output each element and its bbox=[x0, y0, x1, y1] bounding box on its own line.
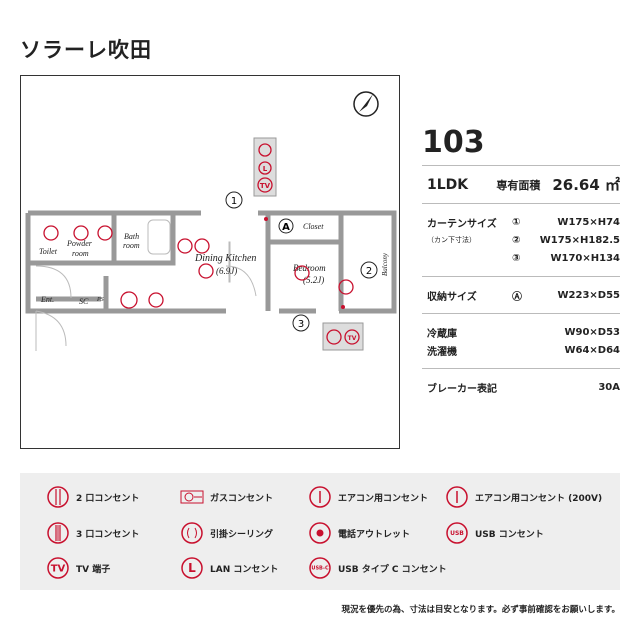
curtain-size: W170×H134 bbox=[550, 252, 620, 264]
tv-icon: TV bbox=[260, 182, 271, 190]
area-value: 26.64 ㎡ bbox=[552, 176, 620, 194]
legend-label: 引掛シーリング bbox=[210, 529, 274, 540]
legend-label: ガスコンセント bbox=[210, 493, 274, 504]
lan-icon: L bbox=[180, 556, 204, 580]
curtain-sizes: カーテンサイズ ① W175×H74 （カン下寸法） ② W175×H182.5 ③ W1… bbox=[422, 204, 620, 276]
outlet-box-bottom bbox=[322, 322, 364, 351]
label-bath-2: room bbox=[123, 241, 140, 250]
curtain-label: カーテンサイズ bbox=[427, 218, 497, 230]
layout-type: 1LDK bbox=[427, 176, 469, 193]
ac-200v-icon bbox=[445, 485, 469, 509]
legend-label: エアコン用コンセント bbox=[338, 493, 429, 504]
legend: 2 口コンセント ガスコンセント エアコン用コンセント エアコン用コンセント (200… bbox=[20, 473, 620, 590]
curtain-size: W175×H182.5 bbox=[539, 234, 620, 246]
washer-size: W64×D64 bbox=[564, 344, 620, 356]
storage-marker-a: A bbox=[282, 222, 290, 233]
legend-label: USB タイプ C コンセント bbox=[338, 564, 447, 575]
ceiling-icon bbox=[180, 521, 204, 545]
legend-label: 電話アウトレット bbox=[338, 529, 411, 540]
label-dining-size: (6.9J) bbox=[216, 266, 237, 276]
label-dining: Dining Kitchen bbox=[194, 253, 256, 264]
legend-item-ac: エアコン用コンセント bbox=[308, 485, 428, 509]
usb-icon: USB bbox=[445, 521, 469, 545]
washer-label: 洗濯機 bbox=[427, 346, 457, 358]
legend-item-usb: USB USB コンセント bbox=[445, 521, 544, 545]
room-number: 103 bbox=[422, 125, 485, 160]
legend-label: USB コンセント bbox=[475, 529, 544, 540]
fridge-size: W90×D53 bbox=[564, 326, 620, 338]
legend-item-ac-200v: エアコン用コンセント (200V) bbox=[445, 485, 602, 509]
legend-item-outlet-2: 2 口コンセント bbox=[46, 485, 139, 509]
legend-label: エアコン用コンセント (200V) bbox=[475, 493, 603, 504]
area-label: 専有面積 bbox=[496, 178, 541, 192]
phone-icon bbox=[308, 521, 332, 545]
ac-icon bbox=[308, 485, 332, 509]
label-toilet: Toilet bbox=[39, 247, 58, 256]
usb-c-icon: USB-C bbox=[308, 556, 332, 580]
label-bath: Bath bbox=[124, 232, 139, 241]
label-sc: SC bbox=[79, 297, 89, 306]
window-marker-3: 3 bbox=[298, 319, 304, 330]
unit-info: 103 1LDK 専有面積 26.64 ㎡ カーテンサイズ ① W175×H74 （… bbox=[422, 125, 620, 405]
tv-icon-bedroom: TV bbox=[348, 335, 357, 342]
disclaimer-note: 現況を優先の為、寸法は目安となります。必ず事前確認をお願いします。 bbox=[341, 605, 620, 615]
curtain-no: ② bbox=[512, 234, 521, 246]
curtain-no: ③ bbox=[512, 252, 521, 264]
label-bedroom: Bedroom bbox=[293, 263, 326, 273]
svg-text:TV: TV bbox=[51, 563, 66, 574]
compass-icon bbox=[353, 91, 379, 117]
legend-item-gas: ガスコンセント bbox=[180, 485, 273, 509]
legend-item-phone: 電話アウトレット bbox=[308, 521, 410, 545]
breaker-label: ブレーカー表記 bbox=[427, 383, 497, 395]
label-ps: PS bbox=[96, 297, 104, 303]
curtain-size: W175×H74 bbox=[557, 216, 620, 228]
legend-item-outlet-3: 3 口コンセント bbox=[46, 521, 139, 545]
label-powder: Powder bbox=[66, 239, 93, 248]
floor-plan: Toilet Powder room Bath room Dining Kitc… bbox=[20, 75, 400, 449]
outlet-2-icon bbox=[46, 485, 70, 509]
tv-icon: TV bbox=[46, 556, 70, 580]
label-closet: Closet bbox=[303, 222, 324, 231]
storage-size: W223×D55 bbox=[557, 289, 621, 301]
svg-text:USB: USB bbox=[450, 530, 464, 537]
property-title: ソラーレ吹田 bbox=[20, 38, 152, 62]
outlet-icons bbox=[43, 143, 360, 345]
breaker-value: 30A bbox=[598, 381, 620, 393]
walls bbox=[25, 210, 397, 314]
svg-text:USB-C: USB-C bbox=[311, 566, 329, 572]
curtain-no: ① bbox=[512, 216, 521, 228]
fridge-label: 冷蔵庫 bbox=[427, 328, 457, 340]
legend-item-tv: TV TV 端子 bbox=[46, 556, 110, 580]
storage-no: Ⓐ bbox=[512, 291, 522, 303]
legend-item-lan: L LAN コンセント bbox=[180, 556, 278, 580]
legend-label: TV 端子 bbox=[76, 564, 111, 575]
label-ent: Ent. bbox=[40, 295, 54, 304]
legend-label: LAN コンセント bbox=[210, 564, 279, 575]
legend-item-usb-c: USB-C USB タイプ C コンセント bbox=[308, 556, 447, 580]
curtain-sublabel: （カン下寸法） bbox=[427, 236, 476, 244]
window-marker-2: 2 bbox=[366, 266, 372, 277]
label-powder-2: room bbox=[72, 249, 89, 258]
svg-text:L: L bbox=[188, 561, 196, 575]
lan-icon: L bbox=[263, 165, 268, 173]
legend-label: 3 口コンセント bbox=[76, 529, 140, 540]
label-balcony: Balcony bbox=[381, 252, 389, 276]
storage-label: 収納サイズ bbox=[427, 291, 477, 303]
gas-icon bbox=[180, 485, 204, 509]
window-marker-1: 1 bbox=[231, 196, 237, 207]
legend-item-ceiling: 引掛シーリング bbox=[180, 521, 273, 545]
outlet-3-icon bbox=[46, 521, 70, 545]
label-bedroom-size: (5.2J) bbox=[303, 275, 324, 285]
legend-label: 2 口コンセント bbox=[76, 493, 140, 504]
